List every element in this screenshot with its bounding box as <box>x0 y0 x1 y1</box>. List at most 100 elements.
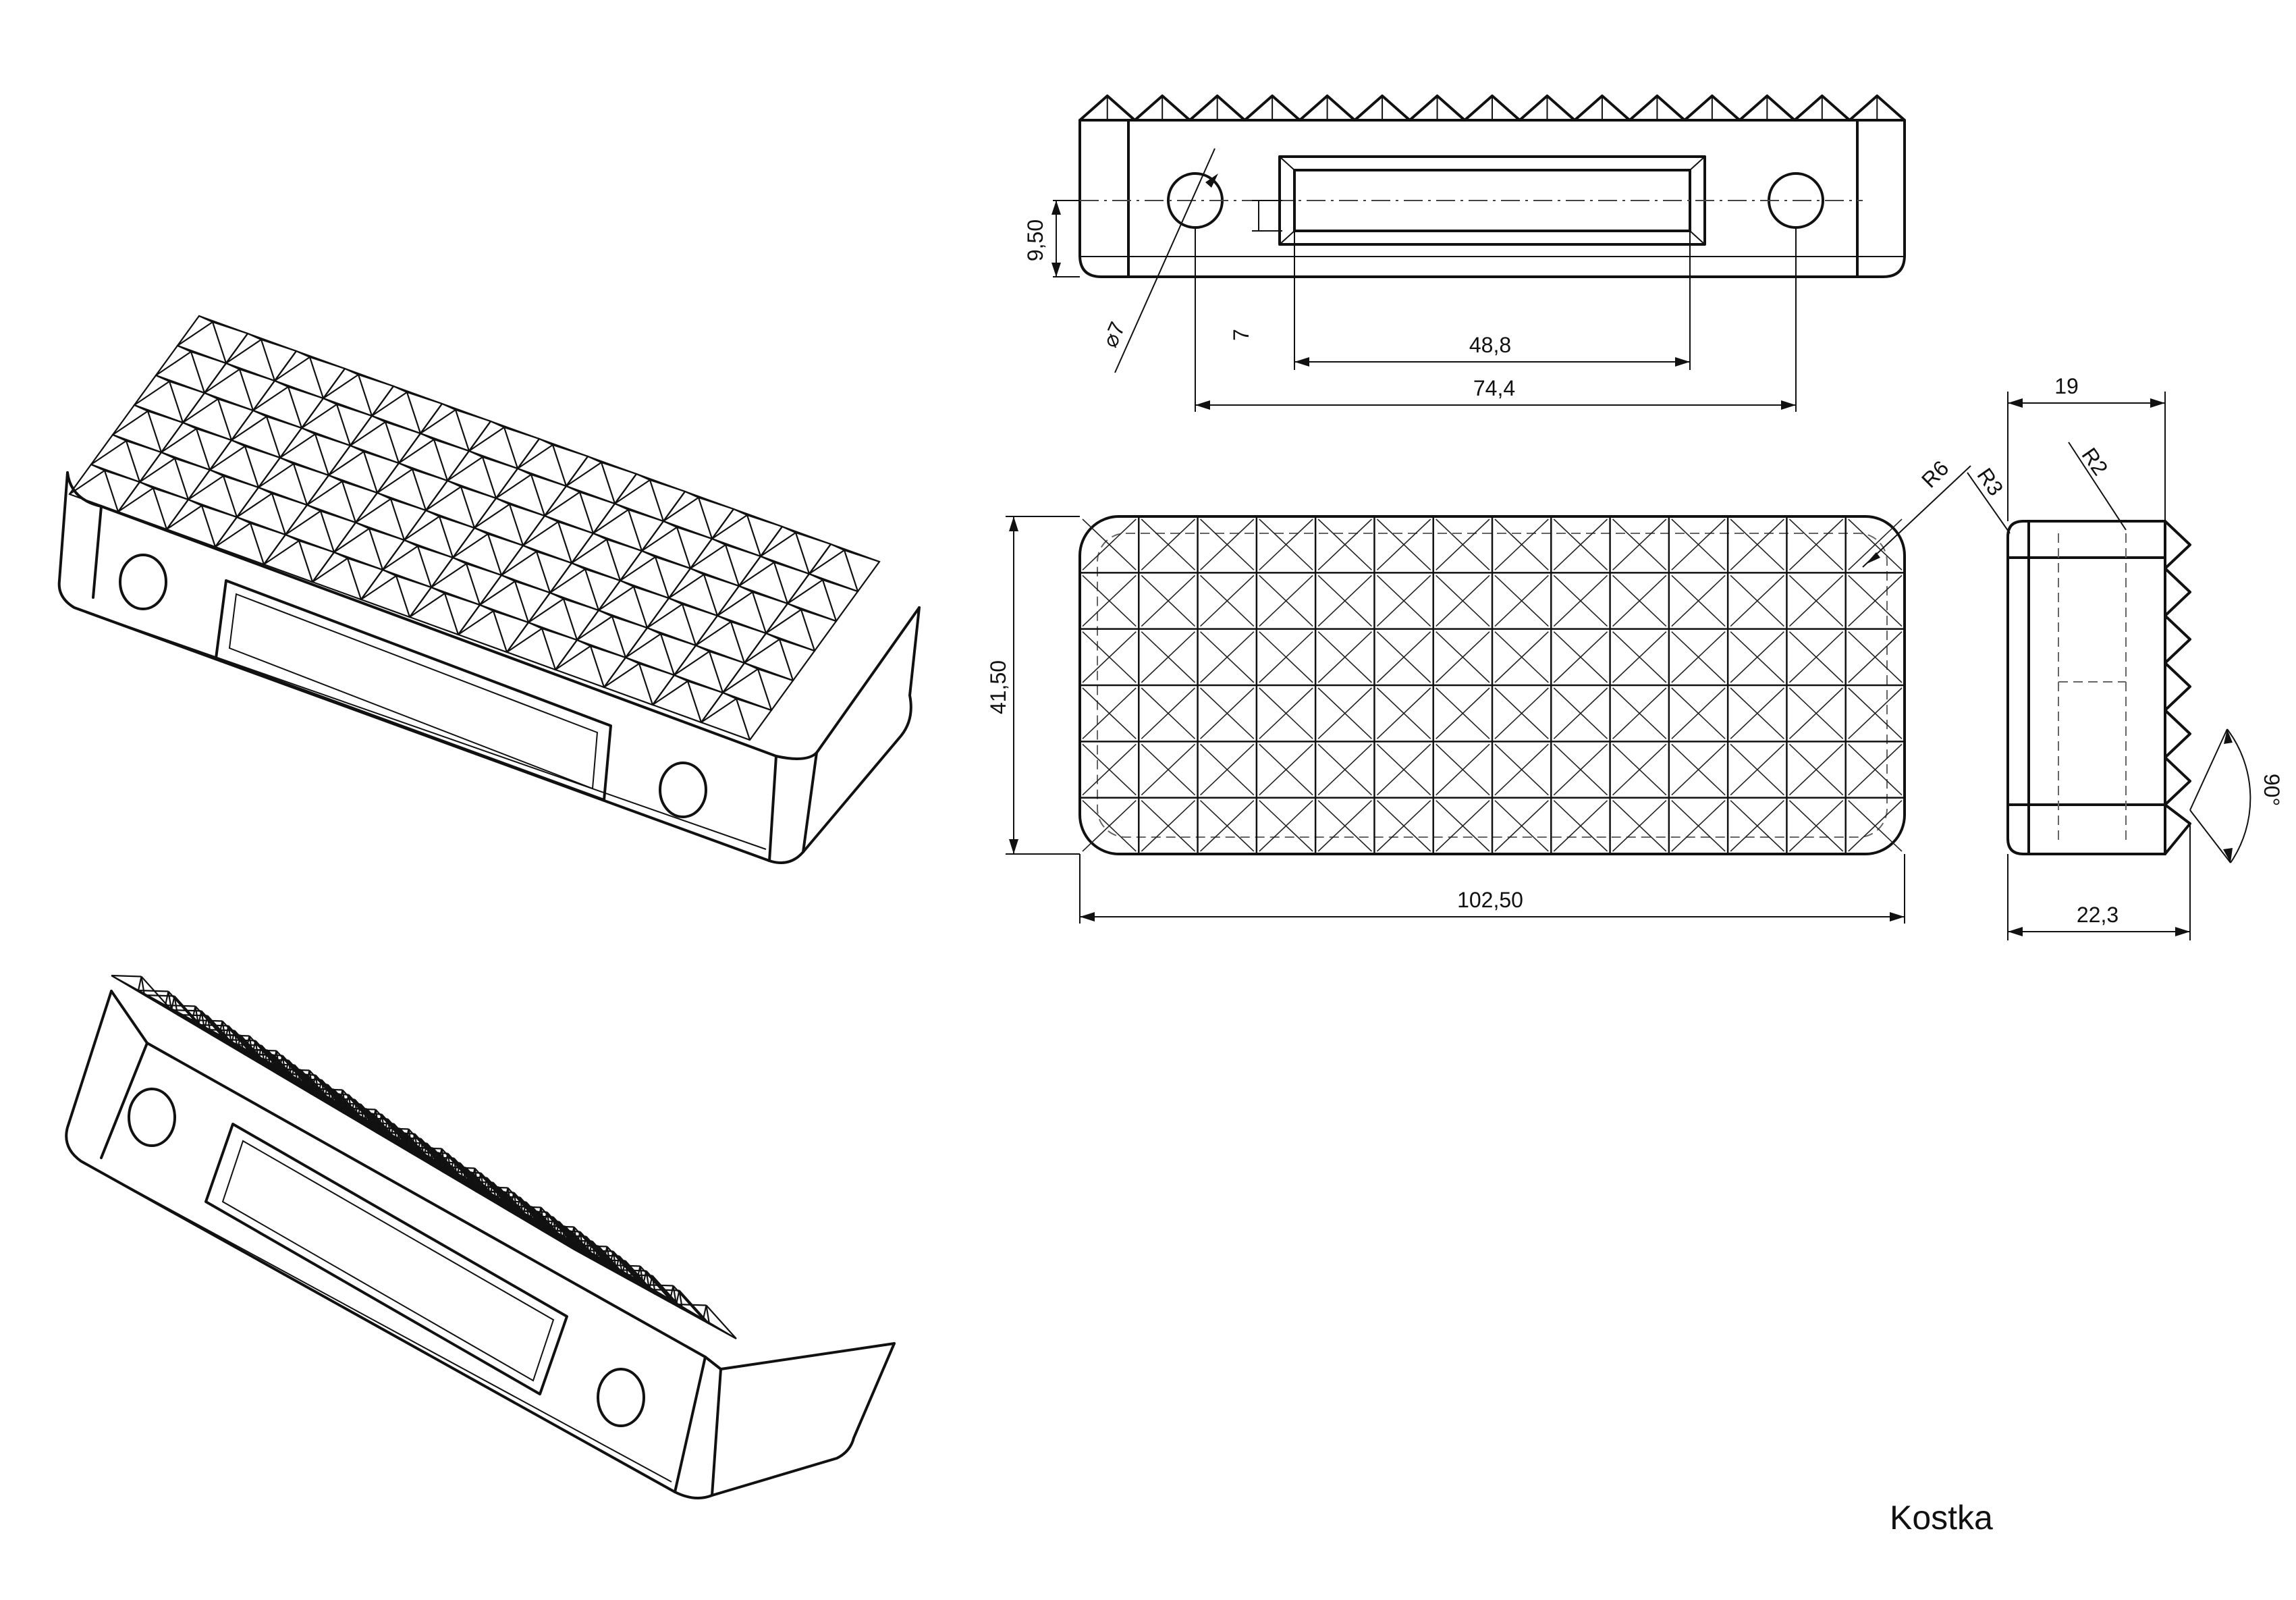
pyramid-edge <box>335 404 352 446</box>
pyramid-edge <box>155 374 170 383</box>
pyramid-edge <box>506 628 543 653</box>
pyramid-edge <box>822 579 858 593</box>
pyramid-edge <box>1317 518 1372 570</box>
pyramid-edge <box>358 373 394 388</box>
pyramid-edge <box>709 650 745 664</box>
pyramid-edge <box>682 603 718 617</box>
pyramid-edge <box>686 681 703 723</box>
pyramid-edge <box>809 572 823 581</box>
pyramid-edge <box>530 473 567 487</box>
pyramid-edge <box>1730 518 1784 570</box>
pyramid-edge <box>333 528 370 553</box>
pyramid-edge <box>540 1206 572 1242</box>
pyramid-edge <box>1141 743 1196 796</box>
pyramid-edge <box>703 574 719 616</box>
pyramid-edge <box>501 551 537 576</box>
dim-102-50: 102,50 <box>1457 888 1523 912</box>
pyramid-edge <box>809 550 845 575</box>
pyramid-edge <box>1494 575 1549 627</box>
pyramid-edge <box>375 1109 380 1129</box>
pyramid-edge <box>584 568 600 611</box>
pyramid-edge <box>1200 518 1255 570</box>
pyramid-edge <box>248 1036 254 1055</box>
pyramid-edge <box>843 550 859 592</box>
pyramid-edge <box>703 573 740 587</box>
top-view: R6 41,50 102,50 <box>986 456 1971 924</box>
pyramid-edge <box>441 1148 446 1168</box>
pyramid-edge <box>375 1109 406 1144</box>
pyramid-edge <box>217 398 254 412</box>
pyramid-edge <box>744 662 759 670</box>
pyramid-edge <box>579 491 616 505</box>
pyramid-edge <box>301 404 337 429</box>
pyramid-edge <box>344 367 359 376</box>
pyramid-edge <box>221 1021 227 1040</box>
pyramid-edge <box>603 1246 608 1261</box>
pyramid-edge <box>174 457 211 471</box>
pyramid-edge <box>319 510 335 553</box>
pyramid-edge <box>733 508 748 516</box>
pyramid-edge <box>441 402 456 411</box>
pyramid-edge <box>549 591 564 600</box>
pyramid-edge <box>198 315 213 323</box>
pyramid-edge <box>138 989 169 992</box>
pyramid-edge <box>620 579 634 588</box>
pyramid-edge <box>1612 575 1667 627</box>
pyramid-edge <box>702 1305 707 1320</box>
pyramid-edge <box>676 526 713 540</box>
pyramid-edge <box>590 645 626 659</box>
pyramid-edge <box>161 451 175 460</box>
pyramid-edge <box>190 350 227 365</box>
pyramid-edge <box>655 556 691 570</box>
pyramid-edge <box>1200 800 1255 852</box>
pyramid-edge <box>1200 743 1255 796</box>
pyramid-edge <box>139 458 175 483</box>
pyramid-edge <box>649 479 686 493</box>
pyramid-edge <box>1671 631 1726 683</box>
pyramid-edge <box>244 445 281 459</box>
pyramid-edge <box>279 456 294 465</box>
pyramid-edge <box>609 1264 640 1267</box>
pyramid-edge <box>1553 631 1608 683</box>
pyramid-edge <box>1612 800 1667 852</box>
pyramid-edge <box>1141 575 1196 627</box>
pyramid-edge <box>681 604 697 646</box>
pyramid-edge <box>204 392 219 400</box>
pyramid-edge <box>787 602 802 611</box>
pyramid-edge <box>465 563 481 606</box>
pyramid-edge <box>474 1168 479 1188</box>
dim-diameter-7: ⌀7 <box>1097 318 1130 351</box>
pyramid-edge <box>409 593 445 618</box>
pyramid-edge <box>639 1266 645 1285</box>
pyramid-edge <box>1848 518 1903 570</box>
pyramid-edge <box>169 380 205 394</box>
pyramid-edge <box>271 493 287 535</box>
pyramid-edge <box>1612 687 1667 739</box>
front-view-body <box>1078 119 1906 278</box>
pyramid-edge <box>1671 575 1726 627</box>
pyramid-edge <box>678 1289 710 1325</box>
isometric-lower-body <box>65 990 896 1499</box>
pyramid-edge <box>477 1185 508 1189</box>
pyramid-edge <box>614 502 629 511</box>
pyramid-edge <box>487 533 524 547</box>
front-view: 9,50 7 ⌀7 48,8 74,4 <box>1023 95 1906 412</box>
pyramid-edge <box>200 505 217 548</box>
pyramid-edge <box>285 533 300 542</box>
pyramid-edge <box>1141 800 1196 852</box>
pyramid-edge <box>452 556 467 565</box>
isometric-upper-body <box>57 471 921 864</box>
pyramid-edge <box>315 433 351 447</box>
pyramid-edge <box>1848 687 1903 739</box>
pyramid-edge <box>620 556 656 581</box>
pyramid-edge <box>420 432 435 441</box>
dim-74-4: 74,4 <box>1473 376 1515 400</box>
pyramid-edge <box>345 1107 376 1111</box>
pyramid-edge <box>503 427 519 469</box>
pyramid-edge <box>371 1109 377 1124</box>
pyramid-edge <box>188 498 202 507</box>
pyramid-edge <box>1259 743 1313 796</box>
pyramid-edge <box>1436 518 1490 570</box>
pyramid-edge <box>663 497 699 522</box>
